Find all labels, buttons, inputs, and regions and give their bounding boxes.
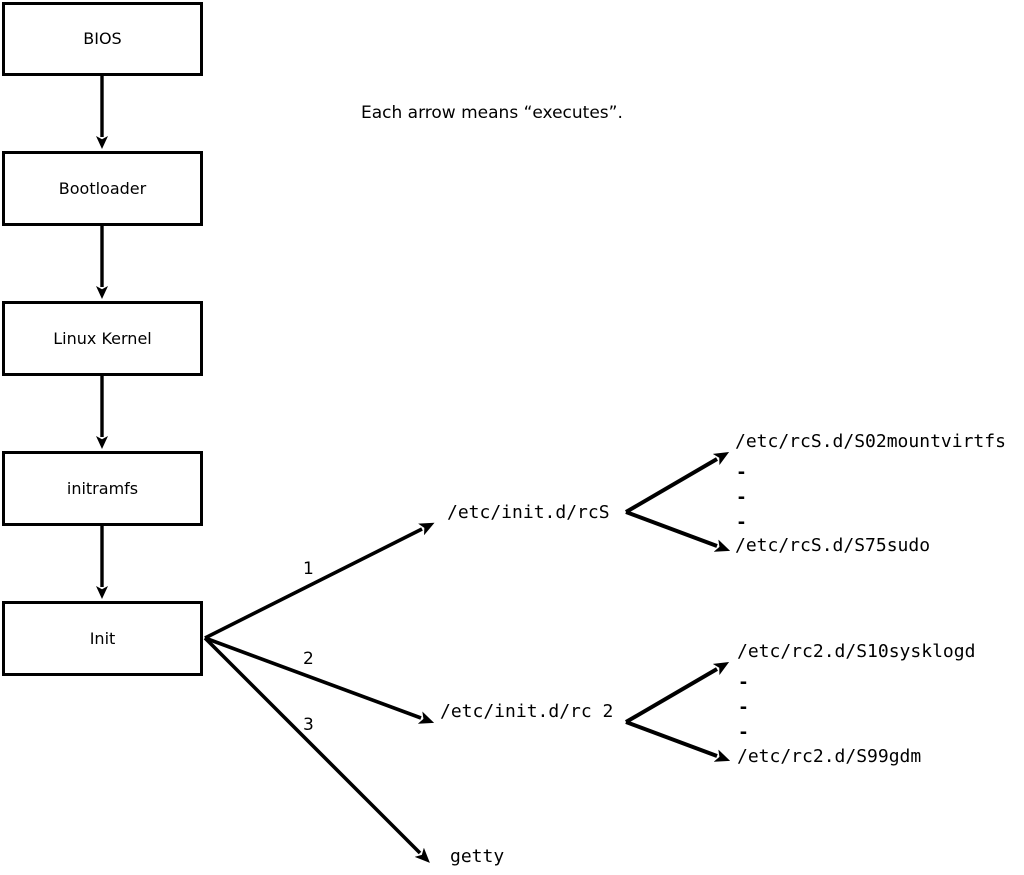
node-label-initramfs: initramfs <box>66 478 139 498</box>
node-label-etc-init-d-rcS[interactable]: /etc/init.d/rcS <box>447 502 610 523</box>
ellipsis-dash-rcS-2: - <box>736 487 747 508</box>
init-arrow-1-rcS <box>204 522 435 640</box>
rcS-branch-arrow-bottom <box>625 510 731 552</box>
init-arrow-3-getty <box>203 636 430 863</box>
node-box-bootloader[interactable]: Bootloader <box>2 151 203 226</box>
node-box-linux-kernel[interactable]: Linux Kernel <box>2 301 203 376</box>
node-box-init[interactable]: Init <box>2 601 203 676</box>
node-label-init: Init <box>89 628 116 648</box>
script-label-rc2-first[interactable]: /etc/rc2.d/S10sysklogd <box>737 641 976 662</box>
rc2-branch-arrow-top <box>624 661 730 724</box>
ellipsis-dash-rc2-3: - <box>738 722 749 743</box>
script-label-rc2-last[interactable]: /etc/rc2.d/S99gdm <box>737 746 922 767</box>
node-label-bootloader: Bootloader <box>58 178 147 198</box>
rcS-branch-arrow-top <box>624 451 730 514</box>
rc2-branch-arrow-bottom <box>625 720 731 762</box>
ellipsis-dash-rcS-1: - <box>736 462 747 483</box>
edge-number-2: 2 <box>303 649 314 669</box>
script-label-rcS-first[interactable]: /etc/rcS.d/S02mountvirtfs <box>735 431 1006 452</box>
node-box-initramfs[interactable]: initramfs <box>2 451 203 526</box>
node-label-etc-init-d-rc-2[interactable]: /etc/init.d/rc 2 <box>440 701 614 722</box>
node-box-bios[interactable]: BIOS <box>2 2 203 76</box>
ellipsis-dash-rcS-3: - <box>736 512 747 533</box>
ellipsis-dash-rc2-1: - <box>738 672 749 693</box>
init-arrow-2-rc2 <box>204 636 435 724</box>
node-label-bios: BIOS <box>83 29 122 48</box>
node-label-linux-kernel: Linux Kernel <box>53 328 152 348</box>
script-label-rcS-last[interactable]: /etc/rcS.d/S75sudo <box>735 535 931 556</box>
edge-number-3: 3 <box>303 715 314 735</box>
legend-note: Each arrow means “executes”. <box>361 103 623 123</box>
ellipsis-dash-rc2-2: - <box>738 697 749 718</box>
edge-number-1: 1 <box>303 559 314 579</box>
node-label-getty[interactable]: getty <box>450 846 505 867</box>
